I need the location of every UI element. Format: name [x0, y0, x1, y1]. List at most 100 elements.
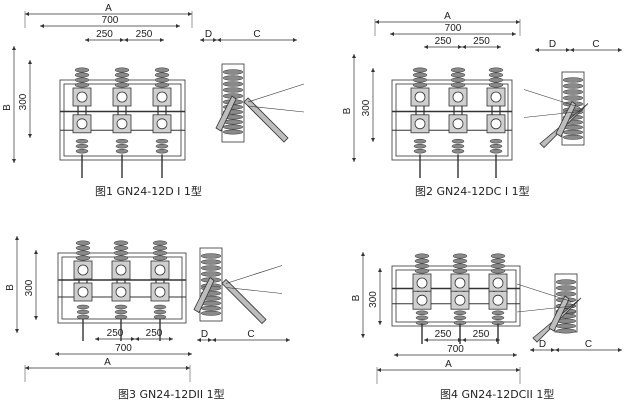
- side-insulator-shed: [200, 271, 222, 277]
- dim-300-label: 300: [368, 291, 379, 308]
- pole-1-top-shed: [452, 263, 468, 269]
- dim-250-right-label: 250: [473, 36, 490, 47]
- pole-1-top-shed: [114, 67, 130, 73]
- pole-1-bottom-shed: [451, 143, 465, 149]
- dim-300-line-arrow-top: [378, 268, 382, 272]
- dim-a-line-arrow-right: [516, 20, 520, 24]
- figure-4-caption: 图4 GN24-12DCII 1型: [440, 388, 555, 401]
- pole-0-bottom-shed: [75, 143, 89, 149]
- pole-1-bottom-shed: [114, 309, 128, 315]
- pole-0-top-shed: [412, 82, 428, 88]
- pole-0-top-shed: [75, 245, 91, 251]
- pole-0-top-shed: [412, 77, 428, 83]
- pole-2-top-shed: [154, 72, 170, 78]
- dim-700-line-arrow-left: [390, 32, 394, 36]
- dim-a-line-arrow-right: [188, 12, 192, 16]
- dim-700-label: 700: [445, 23, 462, 34]
- dim-d-line-arrow-left: [197, 338, 201, 342]
- pole-2-top-shed: [488, 77, 504, 83]
- figure-3-caption: 图3 GN24-12DII 1型: [118, 388, 225, 401]
- pole-1-bottom-shed: [115, 138, 129, 144]
- dim-250-left-line-arrow-left: [424, 338, 428, 342]
- pole-1-top-shed: [113, 245, 129, 251]
- pole-0-bottom-shed: [415, 310, 429, 316]
- pole-0-top-shed: [75, 255, 91, 261]
- pole-1-top-shed: [113, 255, 129, 261]
- pole-0-top-shed: [412, 67, 428, 73]
- pole-0-top-shed: [414, 268, 430, 274]
- earthing-arm: [555, 100, 577, 138]
- side-frame: [221, 63, 245, 143]
- dim-d-line-arrow-left: [535, 48, 539, 52]
- pole-1-top-shed: [114, 77, 130, 83]
- pole-1-top-shed: [114, 72, 130, 78]
- pole-1-top-shed: [452, 268, 468, 274]
- pole-1-upper-terminal: [115, 264, 127, 276]
- pole-1-top-shed: [452, 258, 468, 264]
- dim-250-right-line-arrow-left: [462, 338, 466, 342]
- pole-2-top-shed: [154, 67, 170, 73]
- dim-b-label: B: [2, 104, 13, 111]
- pole-0-upper-terminal: [77, 264, 89, 276]
- pole-2-top-shed: [490, 263, 506, 269]
- side-lower-shed: [562, 129, 584, 135]
- dim-a-line-arrow-left: [25, 366, 29, 370]
- pole-0-top-shed: [74, 82, 90, 88]
- pole-1-top-shed: [452, 253, 468, 259]
- side-frame: [199, 247, 223, 322]
- side-frame: [561, 71, 585, 146]
- pole-0-bottom-shed: [76, 314, 90, 320]
- dim-b-label: B: [5, 284, 16, 291]
- pole-1-bottom-shed: [453, 315, 467, 321]
- dim-b-label: B: [351, 294, 362, 301]
- dim-d-label: D: [205, 29, 212, 40]
- dim-a-label: A: [444, 11, 451, 22]
- dim-700-label: 700: [447, 344, 464, 355]
- dim-250-right-line-arrow-right: [169, 337, 173, 341]
- arm-swing-line: [225, 265, 283, 284]
- dim-250-left-label: 250: [107, 328, 124, 339]
- pole-0-lower-terminal: [414, 118, 426, 130]
- side-lower-shed: [562, 134, 584, 140]
- dim-250-right-label: 250: [473, 329, 490, 340]
- pole-2-top-shed: [152, 240, 168, 246]
- pole-2-bottom-shed: [153, 309, 167, 315]
- pole-1-bottom-shed: [115, 148, 129, 154]
- dim-700-line-arrow-right: [513, 353, 517, 357]
- dim-a-label: A: [104, 357, 111, 368]
- side-lower-shed: [555, 323, 577, 329]
- pole-2-upper-terminal: [154, 264, 166, 276]
- dim-b-line-arrow-top: [361, 252, 365, 256]
- dim-a-line-arrow-right: [186, 366, 190, 370]
- pole-1-bottom-shed: [114, 304, 128, 310]
- side-lower-shed: [200, 305, 222, 311]
- pole-2-bottom-shed: [155, 148, 169, 154]
- dim-300-line-arrow-bottom: [371, 138, 375, 142]
- pole-0-top-shed: [74, 67, 90, 73]
- side-insulator-shed: [562, 89, 584, 95]
- dim-d-line-arrow-right: [208, 338, 212, 342]
- dim-c-line-arrow-right: [618, 348, 622, 352]
- pole-0-top-shed: [414, 258, 430, 264]
- dim-b-line-arrow-bottom: [12, 159, 16, 163]
- figure-1-caption: 图1 GN24-12D Ⅰ 1型: [95, 185, 202, 198]
- dim-700-line-arrow-right: [512, 32, 516, 36]
- dim-300-line-arrow-top: [28, 60, 32, 64]
- dim-c-label: C: [253, 29, 260, 40]
- pole-0-bottom-shed: [76, 304, 90, 310]
- pole-2-top-shed: [488, 67, 504, 73]
- pole-2-top-shed: [152, 250, 168, 256]
- dim-250-right-line-arrow-right: [496, 338, 500, 342]
- side-insulator-shed: [222, 81, 244, 87]
- pole-1-lower-terminal: [115, 286, 127, 298]
- arm-swing-line-2: [516, 305, 574, 313]
- arm-swing-line-2: [523, 111, 581, 118]
- dim-b-line-arrow-top: [12, 46, 16, 50]
- pole-1-upper-terminal: [454, 277, 466, 289]
- dim-c-line-arrow-left: [570, 48, 574, 52]
- dim-250-left-line-arrow-right: [458, 338, 462, 342]
- side-insulator-shed: [562, 83, 584, 89]
